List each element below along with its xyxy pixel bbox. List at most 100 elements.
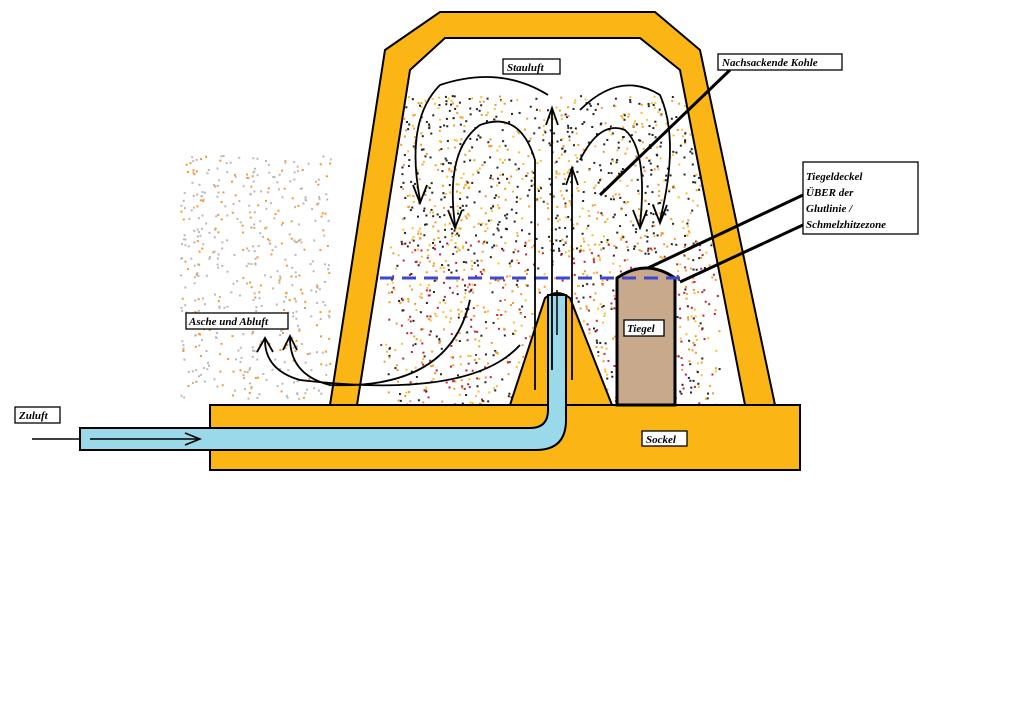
particle (311, 260, 314, 263)
particle (308, 377, 311, 380)
particle (484, 366, 487, 369)
particle (629, 98, 632, 101)
particle (298, 274, 301, 277)
particle (462, 186, 465, 189)
particle (459, 227, 462, 230)
particle (180, 274, 183, 277)
particle (249, 193, 252, 196)
particle (279, 277, 282, 280)
particle (558, 249, 561, 252)
particle (276, 181, 279, 184)
particle (420, 296, 423, 299)
particle (427, 396, 430, 399)
particle (180, 210, 183, 213)
particle (683, 173, 686, 176)
particle (497, 195, 500, 198)
particle (273, 217, 276, 220)
particle (549, 129, 552, 132)
particle (572, 144, 575, 147)
particle (213, 184, 216, 187)
particle (623, 259, 626, 262)
particle (609, 125, 612, 128)
particle (493, 387, 496, 390)
particle (218, 295, 221, 298)
particle (438, 149, 441, 152)
particle (687, 348, 690, 351)
particle (595, 133, 598, 136)
particle (257, 376, 260, 379)
particle (449, 191, 452, 194)
particle (490, 185, 493, 188)
particle (207, 361, 210, 364)
particle (226, 270, 229, 273)
particle (201, 247, 204, 250)
particle (684, 139, 687, 142)
particle (692, 317, 695, 320)
label-zuluft: Zuluft (14, 406, 61, 424)
particle (629, 95, 632, 98)
particle (619, 196, 622, 199)
particle (413, 182, 416, 185)
particle (425, 302, 428, 305)
particle (456, 285, 459, 288)
particle (596, 217, 599, 220)
particle (623, 201, 626, 204)
particle (219, 353, 222, 356)
particle (610, 306, 613, 309)
particle (691, 209, 694, 212)
particle (216, 385, 219, 388)
particle (656, 165, 659, 168)
particle (607, 242, 610, 245)
particle (562, 182, 565, 185)
particle (570, 127, 573, 130)
particle (572, 107, 575, 110)
particle (279, 333, 282, 336)
label-sockel: Sockel (641, 430, 688, 447)
particle (254, 377, 257, 380)
particle (470, 260, 473, 263)
particle (422, 148, 425, 151)
particle (406, 245, 409, 248)
particle (440, 198, 443, 201)
particle (269, 202, 272, 205)
particle (452, 117, 455, 120)
particle (695, 338, 698, 341)
particle (221, 247, 224, 250)
particle (594, 184, 597, 187)
particle (448, 109, 451, 112)
particle (432, 215, 435, 218)
particle (277, 188, 280, 191)
particle (434, 221, 437, 224)
particle (272, 175, 275, 178)
particle (428, 127, 431, 130)
particle (555, 106, 558, 109)
particle (242, 276, 245, 279)
particle (428, 244, 431, 247)
particle (259, 343, 262, 346)
particle (220, 201, 223, 204)
particle (657, 111, 660, 114)
particle (488, 145, 491, 148)
particle (528, 232, 531, 235)
particle (208, 328, 211, 331)
particle (620, 114, 623, 117)
particle (252, 171, 255, 174)
particle (420, 292, 423, 295)
particle (701, 291, 704, 294)
particle (577, 300, 580, 303)
particle (441, 264, 444, 267)
particle (412, 145, 415, 148)
particle (492, 321, 495, 324)
particle (289, 180, 292, 183)
particle (242, 185, 245, 188)
label-tiegeldeckel: Tiegeldeckel ÜBER der Glutlinie / Schmel… (802, 161, 919, 235)
particle (417, 232, 420, 235)
particle (397, 399, 400, 402)
particle (489, 156, 492, 159)
particle (576, 170, 579, 173)
particle (595, 271, 598, 274)
particle (620, 208, 623, 211)
particle (246, 176, 249, 179)
particle (510, 208, 513, 211)
particle (670, 243, 673, 246)
